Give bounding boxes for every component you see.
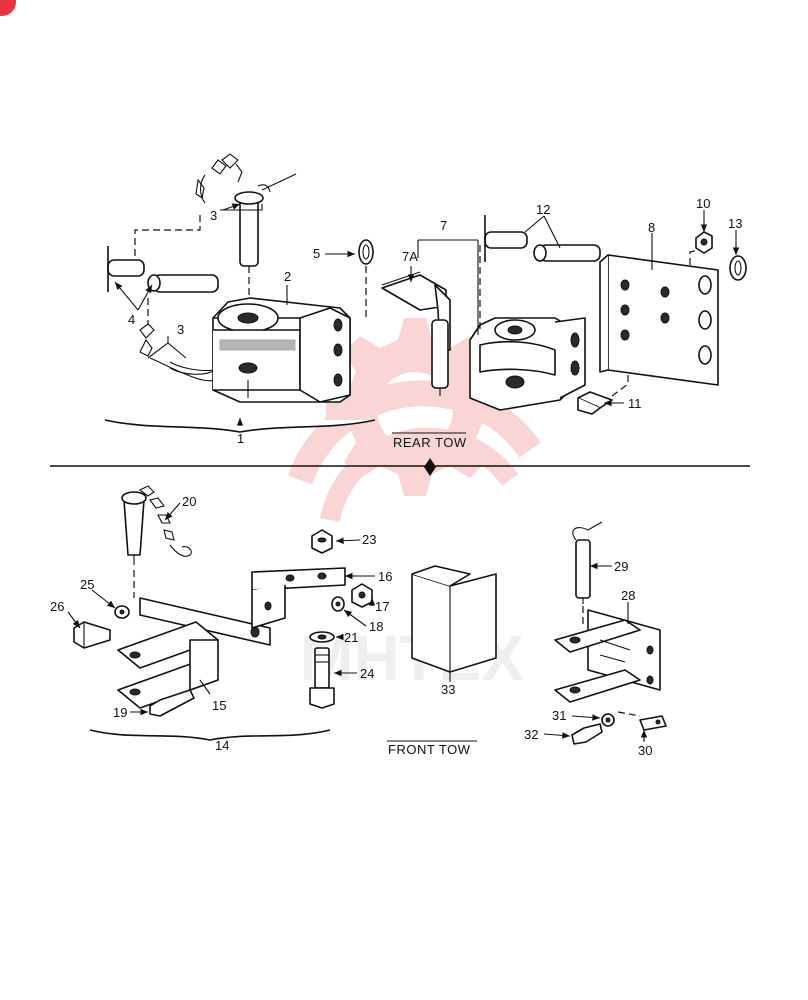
front-guard-33 xyxy=(411,565,497,673)
callout-11: 11 xyxy=(628,396,642,411)
callout-numbers: 1 2 3 3 4 5 7 7A 8 10 11 12 13 14 15 16 … xyxy=(50,196,742,758)
callout-1: 1 xyxy=(237,431,244,446)
rear-pin-5 xyxy=(358,239,374,265)
callout-15: 15 xyxy=(212,698,226,713)
front-nut-23 xyxy=(311,529,333,554)
callout-5: 5 xyxy=(313,246,320,261)
callout-13: 13 xyxy=(728,216,742,231)
callout-33: 33 xyxy=(441,682,455,697)
callout-26: 26 xyxy=(50,599,64,614)
callout-4: 4 xyxy=(128,312,135,327)
callout-7a: 7A xyxy=(402,249,418,264)
divider-diamond xyxy=(424,458,436,476)
callout-8: 8 xyxy=(648,220,655,235)
callout-3a: 3 xyxy=(210,208,217,223)
callout-19: 19 xyxy=(113,705,127,720)
front-washer-21 xyxy=(309,631,335,643)
front-washer-31 xyxy=(601,713,615,727)
rear-nut-10 xyxy=(695,231,713,254)
rear-hook-7a xyxy=(381,271,451,396)
front-nut-17 xyxy=(351,583,373,608)
front-clip-30 xyxy=(639,715,667,731)
rear-plate-8 xyxy=(599,254,719,386)
callout-23: 23 xyxy=(362,532,376,547)
rear-hitch-pin xyxy=(195,153,297,267)
front-bolt-26 xyxy=(73,621,111,649)
rear-hitch-body xyxy=(212,297,351,403)
callout-12: 12 xyxy=(536,202,550,217)
callout-31: 31 xyxy=(552,708,566,723)
callout-10: 10 xyxy=(696,196,710,211)
callout-leaders xyxy=(67,203,740,742)
callout-28: 28 xyxy=(621,588,635,603)
rear-pintle-hook xyxy=(469,317,586,411)
callout-17: 17 xyxy=(375,599,389,614)
callout-25: 25 xyxy=(80,577,94,592)
callout-3b: 3 xyxy=(177,322,184,337)
front-drawbar-14 xyxy=(117,597,271,709)
corner-badge xyxy=(0,0,16,16)
rear-bolt-11 xyxy=(577,391,613,415)
rear-pin-4 xyxy=(107,246,219,293)
front-washer-18 xyxy=(331,596,345,612)
callout-14: 14 xyxy=(215,738,229,753)
front-pin-20 xyxy=(121,485,192,565)
front-pin-29 xyxy=(572,521,603,604)
callout-20: 20 xyxy=(182,494,196,509)
front-bracket-16 xyxy=(251,567,346,629)
front-washer-25 xyxy=(114,605,130,619)
front-bolt-24 xyxy=(309,647,335,709)
callout-7: 7 xyxy=(440,218,447,233)
rear-tow-label: REAR TOW xyxy=(393,435,467,450)
callout-30: 30 xyxy=(638,743,652,758)
callout-21: 21 xyxy=(344,630,358,645)
front-tow-label: FRONT TOW xyxy=(388,742,471,757)
front-bracket-28 xyxy=(554,609,661,703)
callout-2: 2 xyxy=(284,269,291,284)
callout-18: 18 xyxy=(369,619,383,634)
callout-16: 16 xyxy=(378,569,392,584)
watermark-gear xyxy=(326,318,504,496)
rear-pins-12 xyxy=(484,215,601,262)
callout-29: 29 xyxy=(614,559,628,574)
callout-24: 24 xyxy=(360,666,374,681)
front-bolt-19 xyxy=(149,689,195,717)
rear-pin-13 xyxy=(729,255,747,281)
front-bolt-32 xyxy=(571,723,603,745)
callout-32: 32 xyxy=(524,727,538,742)
